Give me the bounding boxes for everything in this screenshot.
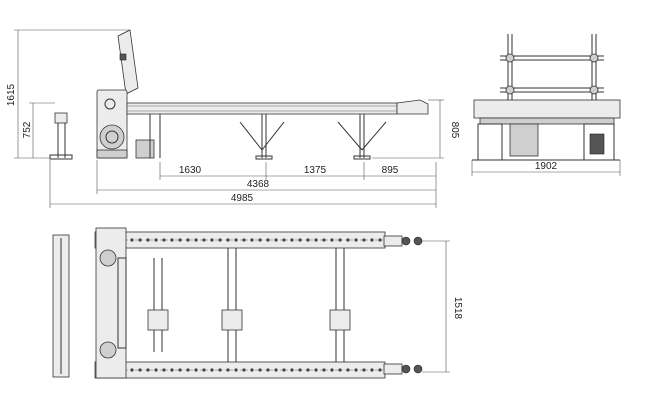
chain-pin (162, 238, 166, 242)
chain-pin (242, 368, 246, 372)
side-view-dimensions (14, 29, 444, 208)
chain-pin (226, 368, 230, 372)
chain-pin (178, 238, 182, 242)
chain-pin (234, 238, 238, 242)
chain-pin (202, 238, 206, 242)
dim-conveyor-height: 805 (449, 122, 460, 139)
dim-overall-length: 4985 (231, 193, 254, 204)
chain-pin (226, 238, 230, 242)
chain-pin (298, 238, 302, 242)
chain-pin (210, 368, 214, 372)
chain-pin (154, 238, 158, 242)
chain-pin (266, 238, 270, 242)
chain-pin (266, 368, 270, 372)
chain-pin (274, 368, 278, 372)
chain-pin (338, 238, 342, 242)
chain-pin (146, 368, 150, 372)
chain-pin (306, 238, 310, 242)
side-view: 1615 752 805 1630 1375 895 4368 4985 (6, 29, 460, 208)
chain-pin (130, 238, 134, 242)
chain-pin (346, 238, 350, 242)
chain-pin (298, 368, 302, 372)
support-legs (149, 114, 387, 160)
chain-pin (194, 238, 198, 242)
chain-pin (202, 368, 206, 372)
dim-segment-2: 1375 (304, 165, 327, 176)
chain-pin (338, 368, 342, 372)
chain-pin (250, 368, 254, 372)
chain-pin (290, 238, 294, 242)
chain-pin (250, 238, 254, 242)
chain-pin (130, 368, 134, 372)
chain-pin (282, 238, 286, 242)
chain-pin (306, 368, 310, 372)
chain-pin (370, 238, 374, 242)
chain-pin (162, 368, 166, 372)
chain-pin (194, 368, 198, 372)
end-view: 1902 (471, 34, 621, 176)
chain-pin (378, 368, 382, 372)
chain-pin (146, 238, 150, 242)
chain-pin (218, 368, 222, 372)
chain-pin (362, 238, 366, 242)
chain-pin (186, 238, 190, 242)
chain-pin (186, 368, 190, 372)
chain-pin (362, 368, 366, 372)
chain-pin (314, 238, 318, 242)
chain-pin (330, 368, 334, 372)
chain-pin (178, 368, 182, 372)
chain-pin (322, 238, 326, 242)
chain-pin (154, 368, 158, 372)
chain-pin (322, 368, 326, 372)
dim-end-width: 1902 (535, 161, 558, 172)
chain-pin (330, 238, 334, 242)
chain-pins (130, 238, 382, 372)
chain-pin (282, 368, 286, 372)
chain-pin (258, 368, 262, 372)
chain-pin (346, 368, 350, 372)
chain-pin (274, 238, 278, 242)
chain-pin (218, 238, 222, 242)
chain-pin (170, 238, 174, 242)
chain-pin (378, 238, 382, 242)
chain-pin (138, 238, 142, 242)
chain-pin (210, 238, 214, 242)
dim-conveyor-length: 4368 (247, 179, 270, 190)
chain-pin (354, 368, 358, 372)
dim-frame-height: 752 (22, 121, 33, 138)
chain-pin (370, 368, 374, 372)
plan-view: 1518 (52, 227, 463, 379)
chain-pin (138, 368, 142, 372)
dim-segment-1: 1630 (179, 165, 202, 176)
dim-overall-height: 1615 (6, 83, 17, 106)
chain-pin (234, 368, 238, 372)
chain-pin (242, 238, 246, 242)
chain-pin (354, 238, 358, 242)
dim-plan-width: 1518 (452, 297, 463, 320)
chain-pin (258, 238, 262, 242)
chain-pin (290, 368, 294, 372)
chain-pin (170, 368, 174, 372)
dim-segment-3: 895 (382, 165, 399, 176)
chain-pin (314, 368, 318, 372)
